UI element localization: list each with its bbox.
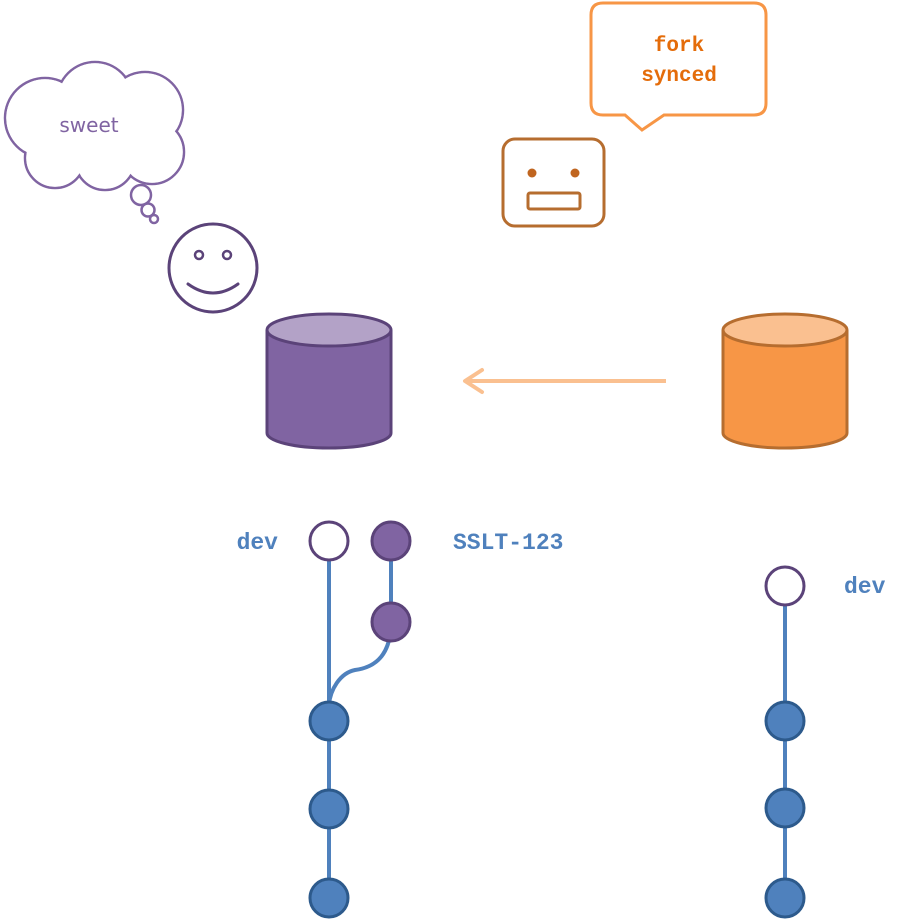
local-branch-graph: dev SSLT-123 [237, 520, 563, 919]
commit [764, 877, 806, 919]
local-repo-database-icon [265, 312, 393, 450]
commit-dev-head [764, 565, 806, 607]
thought-dot-medium [140, 202, 156, 218]
commit [308, 877, 350, 919]
thought-dot-small [148, 213, 160, 225]
thought-dot-large [129, 183, 153, 207]
speech-bubble: fork synced [589, 1, 768, 132]
thought-text: sweet [59, 113, 118, 137]
smiley-icon [167, 222, 259, 314]
speech-text-line2: synced [641, 65, 717, 88]
commit-dev-head [308, 520, 350, 562]
sync-arrow [463, 368, 666, 394]
branch-label-feature: SSLT-123 [453, 530, 563, 556]
commit [764, 700, 806, 742]
thought-cloud: sweet [3, 60, 186, 225]
branch-label-dev: dev [237, 530, 279, 556]
commit [308, 788, 350, 830]
robot-icon [501, 137, 606, 228]
upstream-repo-database-icon [721, 312, 849, 450]
speech-text-line1: fork [654, 35, 704, 58]
commit [308, 700, 350, 742]
upstream-branch-graph: dev [764, 565, 886, 919]
branch-label-dev-upstream: dev [844, 574, 886, 600]
commit-feature-head [370, 520, 412, 562]
commit-feature [370, 601, 412, 643]
commit [764, 787, 806, 829]
